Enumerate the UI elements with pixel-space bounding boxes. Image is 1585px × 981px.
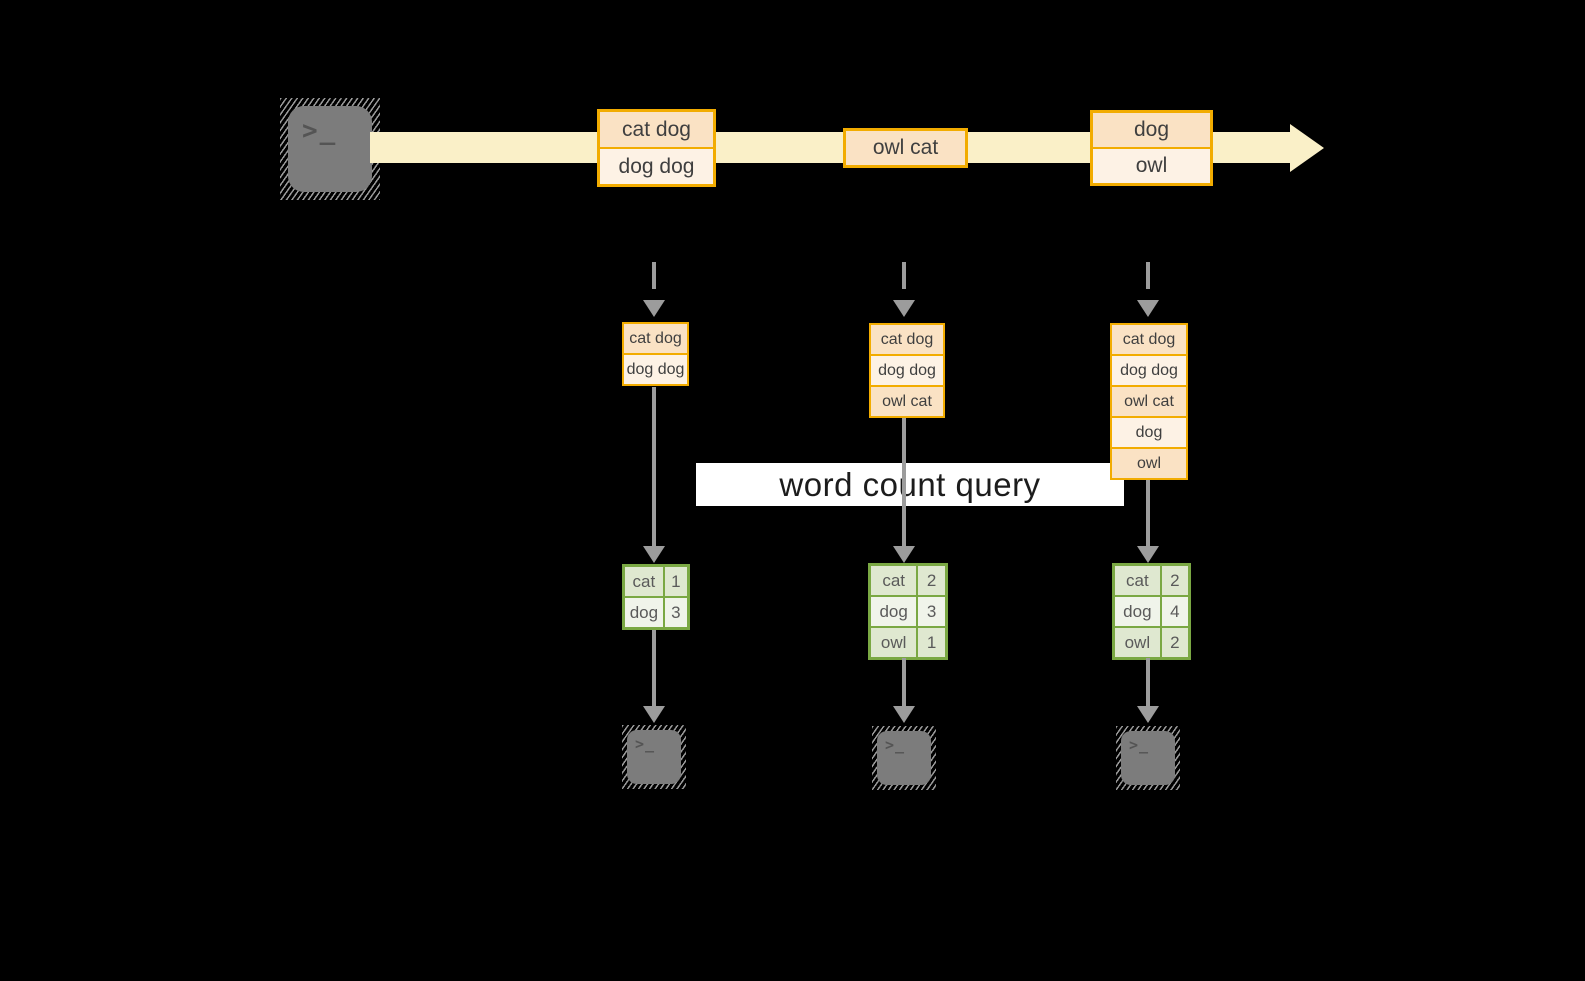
stream-batch-cell: cat dog xyxy=(600,112,713,147)
terminal-prompt-glyph: >_ xyxy=(302,116,338,146)
state-cell: cat dog xyxy=(1112,325,1186,354)
word-count-query-label: word count query xyxy=(696,463,1124,506)
query-arrow-head-3 xyxy=(1137,546,1159,563)
state-cell: dog xyxy=(1112,418,1186,447)
state-cell: cat dog xyxy=(624,324,687,353)
stream-arrowhead xyxy=(1290,124,1324,172)
terminal-prompt-glyph: >_ xyxy=(1129,736,1150,754)
counts-table-2: cat 2 dog 3 owl 1 xyxy=(868,563,948,660)
query-arrow-head-1 xyxy=(643,546,665,563)
output-arrow-line-1 xyxy=(652,630,656,706)
output-arrow-head-1 xyxy=(643,706,665,723)
state-cell: dog dog xyxy=(1112,356,1186,385)
stream-batch-cell: owl cat xyxy=(846,131,965,165)
state-cell: owl cat xyxy=(1112,387,1186,416)
terminal-prompt-glyph: >_ xyxy=(885,736,906,754)
state-cell: cat dog xyxy=(871,325,943,354)
state-box-1: cat dog dog dog xyxy=(622,322,689,386)
query-arrow-head-2 xyxy=(893,546,915,563)
word-cell: dog xyxy=(871,597,917,626)
ingest-arrow-dash-3 xyxy=(1146,262,1150,289)
terminal-icon-body xyxy=(877,731,931,785)
count-cell: 2 xyxy=(918,566,945,595)
sink-terminal-icon-1: >_ xyxy=(622,725,686,789)
output-arrow-head-3 xyxy=(1137,706,1159,723)
count-cell: 1 xyxy=(918,628,945,657)
word-cell: dog xyxy=(1115,597,1160,626)
ingest-arrow-head-2 xyxy=(893,300,915,317)
word-cell: owl xyxy=(1115,628,1160,657)
ingest-arrow-dash-2 xyxy=(902,262,906,289)
count-cell: 2 xyxy=(1161,566,1188,595)
sink-terminal-icon-2: >_ xyxy=(872,726,936,790)
counts-table-3: cat 2 dog 4 owl 2 xyxy=(1112,563,1191,660)
terminal-icon-body xyxy=(1121,731,1175,785)
ingest-arrow-head-1 xyxy=(643,300,665,317)
ingest-arrow-head-3 xyxy=(1137,300,1159,317)
stream-batch-box-3: dog owl xyxy=(1090,110,1213,186)
sink-terminal-icon-3: >_ xyxy=(1116,726,1180,790)
stream-batch-cell: owl xyxy=(1093,149,1210,183)
count-cell: 4 xyxy=(1161,597,1188,626)
count-cell: 2 xyxy=(1161,628,1188,657)
ingest-arrow-dash-1 xyxy=(652,262,656,289)
word-cell: cat xyxy=(625,567,663,596)
word-cell: cat xyxy=(871,566,917,595)
counts-table-1: cat 1 dog 3 xyxy=(622,564,690,630)
query-arrow-line-3 xyxy=(1146,479,1150,548)
state-cell: dog dog xyxy=(871,356,943,385)
stream-batch-cell: dog dog xyxy=(600,149,713,184)
stream-batch-cell: dog xyxy=(1093,113,1210,147)
count-cell: 3 xyxy=(664,598,687,627)
word-cell: owl xyxy=(871,628,917,657)
state-cell: owl xyxy=(1112,449,1186,478)
output-arrow-head-2 xyxy=(893,706,915,723)
stream-batch-box-1: cat dog dog dog xyxy=(597,109,716,187)
terminal-icon-body xyxy=(288,106,372,192)
count-cell: 3 xyxy=(918,597,945,626)
state-box-2: cat dog dog dog owl cat xyxy=(869,323,945,418)
state-box-3: cat dog dog dog owl cat dog owl xyxy=(1110,323,1188,480)
state-cell: dog dog xyxy=(624,355,687,384)
count-cell: 1 xyxy=(664,567,687,596)
query-arrow-line-2 xyxy=(902,417,906,548)
source-terminal-icon: >_ xyxy=(280,98,380,200)
state-cell: owl cat xyxy=(871,387,943,416)
output-arrow-line-2 xyxy=(902,658,906,706)
stream-batch-box-2: owl cat xyxy=(843,128,968,168)
query-arrow-line-1 xyxy=(652,387,656,548)
terminal-icon-body xyxy=(627,730,681,784)
word-cell: cat xyxy=(1115,566,1160,595)
terminal-prompt-glyph: >_ xyxy=(635,735,656,753)
word-cell: dog xyxy=(625,598,663,627)
output-arrow-line-3 xyxy=(1146,658,1150,706)
